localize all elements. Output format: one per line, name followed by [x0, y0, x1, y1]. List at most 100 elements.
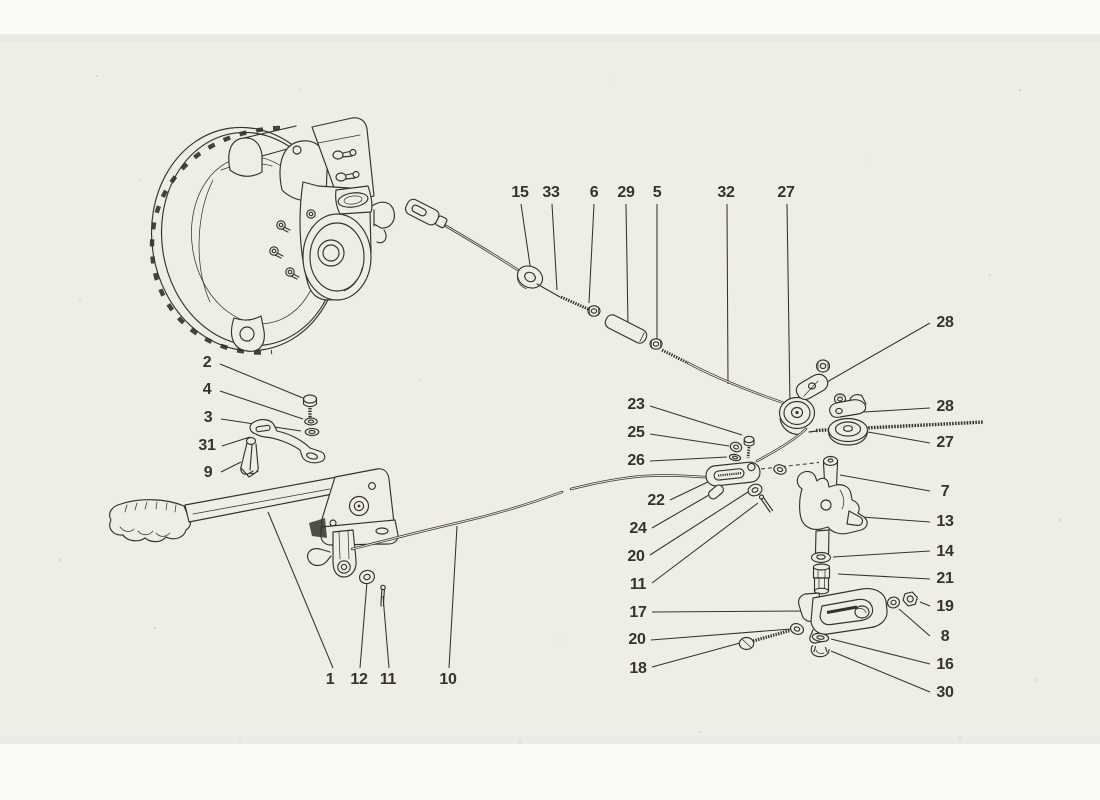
callout-label-25-19: 25: [627, 424, 645, 441]
leader-line-27-9: [867, 431, 931, 444]
leader-line-28-8: [863, 407, 931, 413]
washer-4: [304, 417, 318, 426]
washer-16: [811, 632, 830, 643]
leader-line-19-14: [919, 601, 931, 607]
callout-label-28-8: 28: [936, 398, 954, 415]
callout-label-31-31: 31: [198, 437, 216, 454]
leader-line-20-26: [650, 628, 792, 641]
callout-label-7-10: 7: [941, 483, 950, 500]
callout-label-2-28: 2: [203, 354, 212, 371]
cable-pulley-27-lower: [827, 417, 869, 446]
callout-label-1-33: 1: [326, 671, 335, 688]
leader-line-10-36: [448, 525, 458, 669]
paper-speckles: [59, 75, 1061, 743]
adjuster-nut-5: [649, 338, 663, 350]
callout-label-26-20: 26: [627, 452, 645, 469]
callout-label-10-36: 10: [439, 671, 457, 688]
callout-label-14-12: 14: [936, 543, 954, 560]
leader-line-6-2: [588, 203, 595, 304]
leader-line-23-18: [649, 405, 743, 436]
washer-3: [304, 427, 320, 437]
bolt-2: [302, 394, 318, 420]
callout-label-20-26: 20: [628, 631, 646, 648]
leader-line-11-35: [382, 595, 390, 669]
callout-label-32-5: 32: [717, 184, 735, 201]
bell-crank-lever-13: [796, 455, 868, 595]
washer-20a: [747, 483, 763, 497]
leader-line-11-24: [651, 502, 759, 584]
nut-19: [902, 591, 918, 607]
callout-label-22-21: 22: [647, 492, 665, 509]
callout-label-18-27: 18: [629, 660, 647, 677]
callout-label-24-22: 24: [629, 520, 647, 537]
callout-label-13-11: 13: [936, 513, 954, 530]
callout-label-19-14: 19: [936, 598, 954, 615]
leader-lines-layer: [219, 203, 931, 693]
leader-line-21-13: [837, 573, 931, 580]
callout-label-27-9: 27: [936, 434, 954, 451]
callout-label-29-3: 29: [617, 184, 635, 201]
cable-end-fitting: [404, 198, 448, 229]
spacer-24: [708, 484, 724, 500]
callout-label-17-25: 17: [629, 604, 647, 621]
leader-line-33-1: [551, 203, 558, 291]
washer-7: [773, 464, 787, 475]
leader-line-15-0: [520, 203, 532, 273]
bracket-17: [810, 587, 888, 635]
leader-line-17-25: [651, 610, 807, 613]
callout-label-4-29: 4: [203, 381, 212, 398]
rear-brake-cable-assembly: [404, 198, 816, 463]
leader-line-1-33: [267, 511, 334, 669]
paper-area: [0, 34, 1100, 744]
callout-label-6-2: 6: [590, 184, 599, 201]
leader-line-28-7: [826, 322, 931, 383]
leader-line-16-16: [830, 638, 931, 665]
nut-25: [729, 441, 743, 453]
leader-line-22-21: [669, 478, 715, 501]
threaded-cable-end: [815, 420, 985, 433]
leader-line-20-23: [649, 491, 749, 556]
lever-grip: [109, 499, 192, 543]
callout-label-8-15: 8: [941, 628, 950, 645]
callout-label-3-30: 3: [204, 409, 213, 426]
washer-14: [810, 551, 832, 564]
adjuster-sleeve-29: [604, 314, 648, 344]
callout-label-5-4: 5: [653, 184, 662, 201]
paper-bottom-edge: [0, 736, 1100, 744]
handbrake-lever-assembly: [109, 468, 399, 607]
callout-label-28-7: 28: [936, 314, 954, 331]
callout-label-33-1: 33: [542, 184, 560, 201]
brake-disc-caliper-assembly: [149, 117, 395, 355]
callout-label-9-32: 9: [204, 464, 213, 481]
leader-line-25-19: [649, 433, 730, 447]
adjuster-nut-6: [587, 305, 601, 317]
leader-line-32-5: [726, 203, 729, 385]
cable-pulley-27-upper: [778, 396, 816, 436]
washer-8: [886, 596, 901, 609]
cotter-pin-11a: [758, 494, 774, 513]
leader-line-26-20: [649, 456, 728, 462]
callout-label-20-23: 20: [627, 548, 645, 565]
callout-label-15-0: 15: [511, 184, 529, 201]
leader-line-29-3: [625, 203, 629, 327]
callout-label-23-18: 23: [627, 396, 645, 413]
leader-line-4-29: [219, 390, 304, 420]
leader-line-12-34: [359, 581, 368, 669]
washer-20b: [789, 623, 805, 635]
circlip-30: [810, 644, 830, 658]
washer-26: [728, 453, 742, 462]
callout-label-30-17: 30: [936, 684, 954, 701]
callout-label-21-13: 21: [936, 570, 954, 587]
cable-hook: [307, 548, 332, 567]
callout-label-11-35: 11: [380, 671, 397, 688]
leader-line-30-17: [830, 650, 931, 693]
cable-equalizer-group: [705, 435, 820, 513]
lever-mounting-hardware: [240, 394, 326, 478]
callout-label-16-16: 16: [936, 656, 954, 673]
washer-12: [358, 569, 376, 585]
leader-line-8-15: [898, 608, 931, 637]
ratchet-sector: [309, 518, 327, 538]
